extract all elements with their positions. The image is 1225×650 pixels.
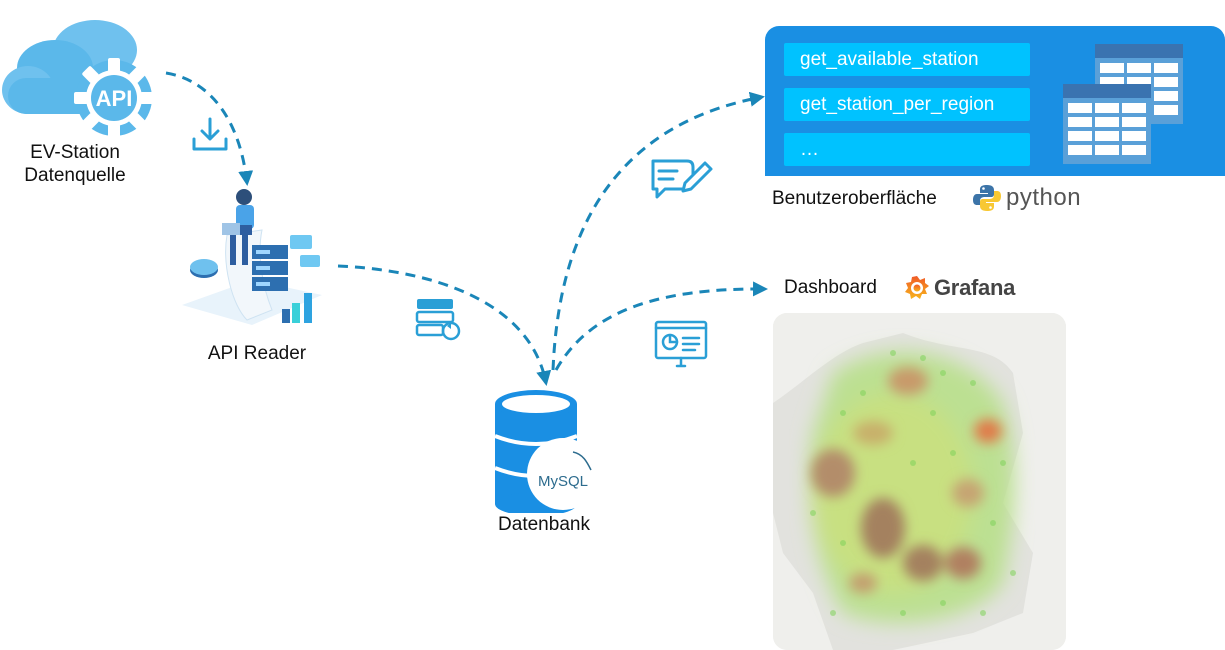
function-get-station-per-region[interactable]: get_station_per_region bbox=[784, 88, 1030, 121]
cloud-api-icon: API bbox=[0, 8, 170, 143]
server-sync-icon bbox=[414, 295, 464, 350]
grafana-logo-icon bbox=[905, 276, 929, 299]
presentation-chart-icon bbox=[652, 318, 710, 375]
database-label: Datenbank bbox=[498, 514, 590, 535]
svg-text:API: API bbox=[96, 86, 133, 111]
python-logo: python bbox=[972, 183, 1081, 213]
ui-label: Benutzeroberfläche bbox=[772, 188, 937, 209]
ui-panel: get_available_station get_station_per_re… bbox=[765, 26, 1225, 176]
grafana-logo: Grafana bbox=[903, 274, 1015, 302]
arrow-database-to-dashboard bbox=[554, 281, 768, 371]
function-more[interactable]: … bbox=[784, 133, 1030, 166]
python-logo-text: python bbox=[1006, 184, 1082, 211]
developer-illustration-icon bbox=[172, 185, 332, 340]
python-logo-icon bbox=[973, 185, 1001, 211]
edit-message-icon bbox=[647, 155, 715, 212]
source-label: EV-Station Datenquelle bbox=[24, 142, 126, 186]
mysql-database-icon: MySQL bbox=[493, 388, 613, 518]
dashboard-label: Dashboard bbox=[784, 277, 877, 298]
grafana-logo-text: Grafana bbox=[934, 275, 1016, 300]
function-get-available-station[interactable]: get_available_station bbox=[784, 43, 1030, 76]
arrow-database-to-ui bbox=[551, 91, 765, 371]
svg-text:MySQL: MySQL bbox=[538, 473, 588, 490]
reader-label: API Reader bbox=[207, 343, 307, 364]
table-icon bbox=[1061, 44, 1191, 177]
heatmap-map[interactable] bbox=[773, 313, 1066, 650]
arrow-source-to-reader bbox=[165, 71, 254, 186]
download-icon bbox=[190, 115, 230, 160]
arrow-reader-to-database bbox=[337, 264, 552, 386]
